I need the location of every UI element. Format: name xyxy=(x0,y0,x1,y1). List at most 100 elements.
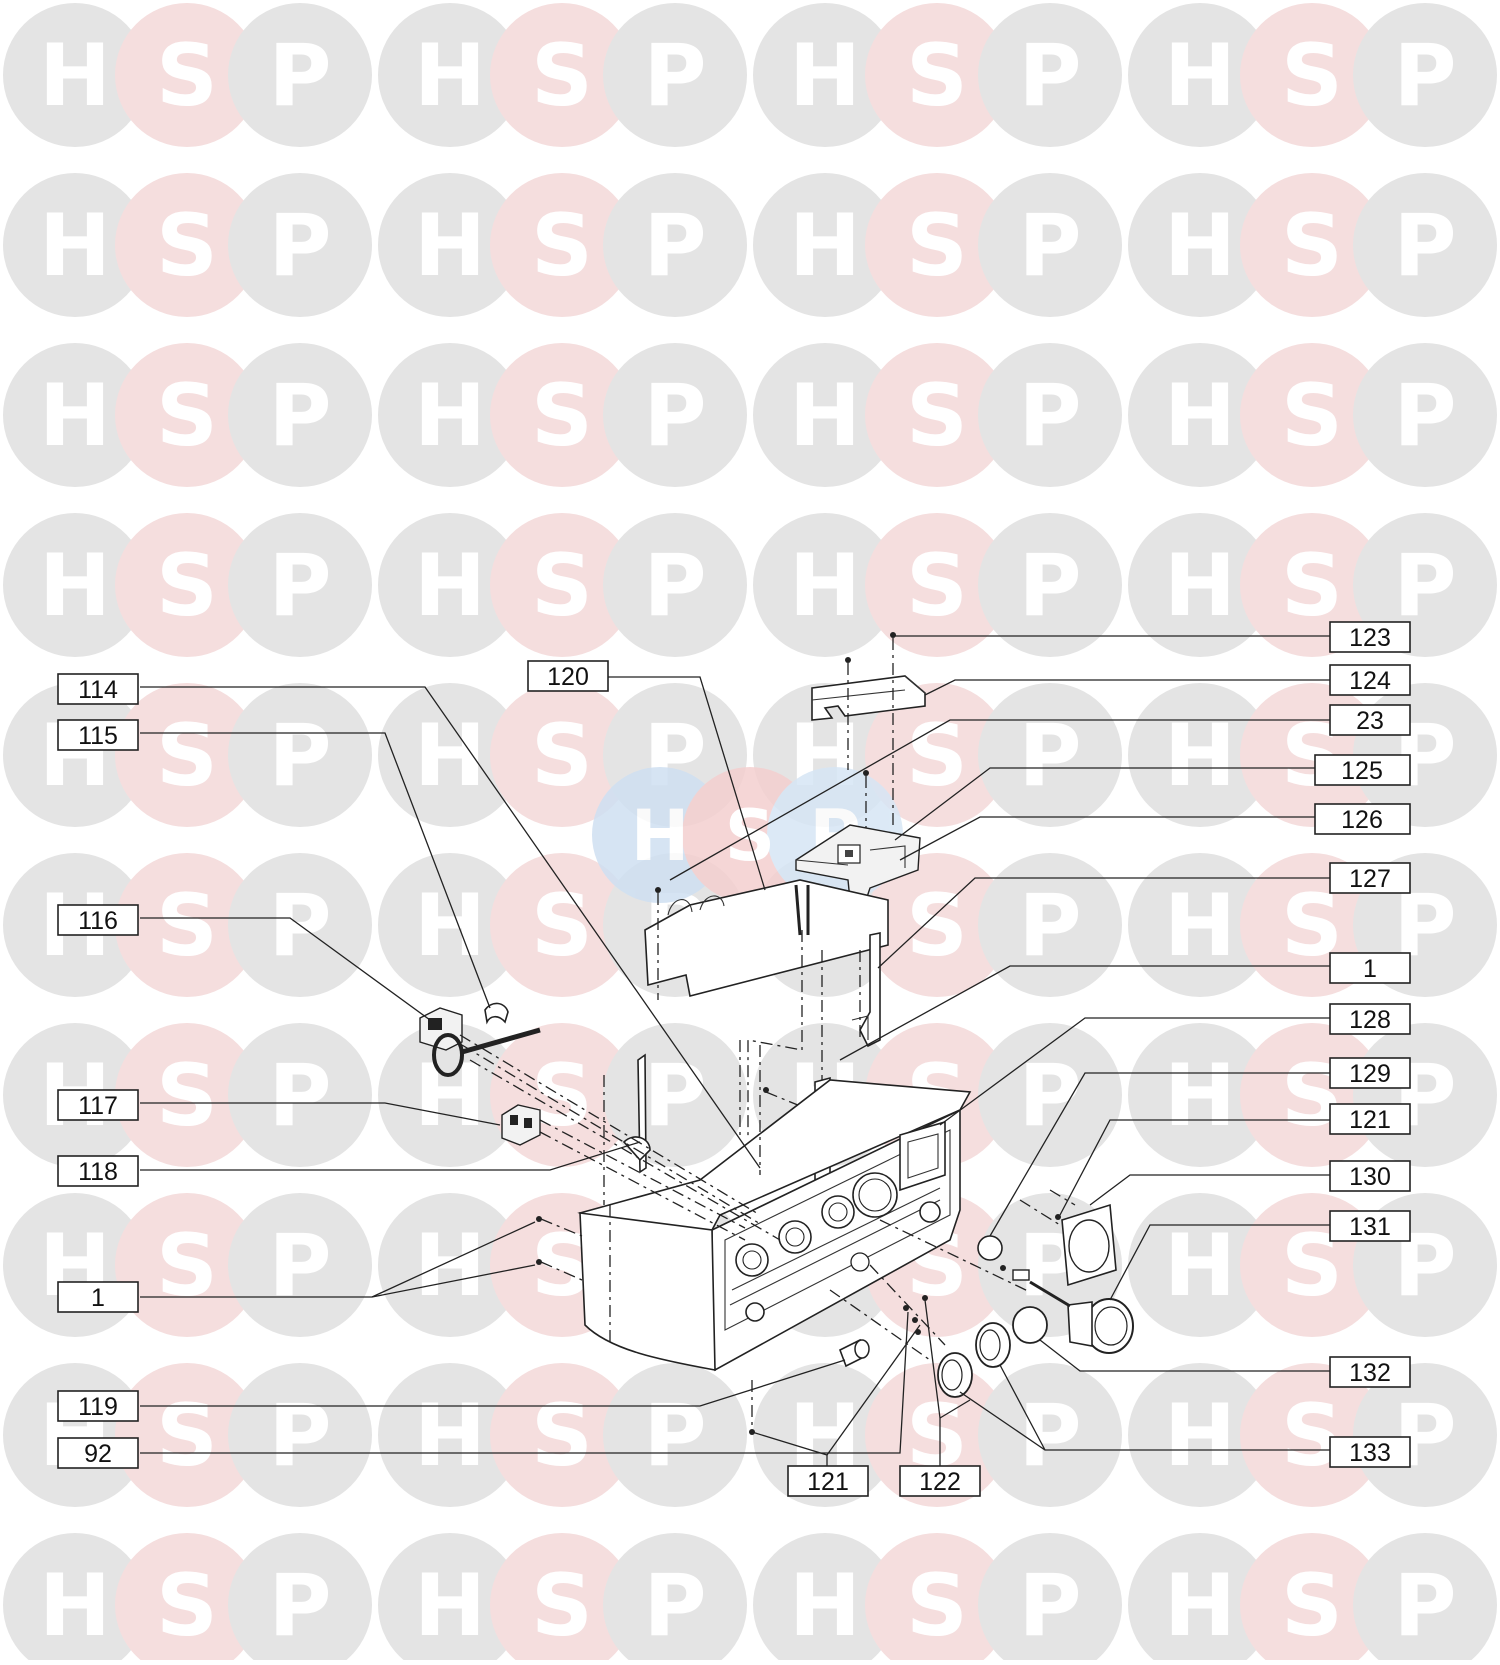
watermark-letter: S xyxy=(156,26,218,126)
watermark-letter: S xyxy=(906,196,968,296)
watermark-circle xyxy=(228,683,372,827)
watermark-circle xyxy=(865,343,1009,487)
watermark-letter: S xyxy=(156,1386,218,1486)
callout-1-right[interactable]: 1 xyxy=(1329,952,1411,984)
watermark-letter: H xyxy=(1164,1046,1236,1146)
callout-133[interactable]: 133 xyxy=(1329,1436,1411,1468)
watermark-letter: H xyxy=(414,1046,486,1146)
watermark-letter: H xyxy=(1164,26,1236,126)
watermark-circle xyxy=(753,343,897,487)
callout-124[interactable]: 124 xyxy=(1329,664,1411,696)
watermark-circle xyxy=(1128,853,1272,997)
watermark-letter: H xyxy=(39,26,111,126)
callout-126[interactable]: 126 xyxy=(1314,803,1411,835)
callout-1-left[interactable]: 1 xyxy=(57,1281,139,1313)
watermark-circle xyxy=(1240,3,1384,147)
callout-118[interactable]: 118 xyxy=(57,1155,139,1187)
watermark-letter: P xyxy=(268,706,331,806)
watermark-circle xyxy=(115,343,259,487)
callout-129-label: 129 xyxy=(1349,1060,1391,1088)
watermark-circle xyxy=(1353,3,1497,147)
watermark-circle xyxy=(3,1533,147,1665)
callout-127[interactable]: 127 xyxy=(1329,862,1411,894)
watermark-circle xyxy=(378,853,522,997)
callout-121-right[interactable]: 121 xyxy=(1329,1103,1411,1135)
callout-132[interactable]: 132 xyxy=(1329,1356,1411,1388)
watermark-letter: H xyxy=(414,1556,486,1656)
watermark-letter: S xyxy=(906,366,968,466)
watermark-circle xyxy=(490,3,634,147)
watermark-circle xyxy=(603,1363,747,1507)
leader-lines xyxy=(140,635,1330,1476)
watermark-letter: S xyxy=(1281,196,1343,296)
callout-23-label: 23 xyxy=(1356,707,1384,735)
watermark-letter: P xyxy=(1018,706,1081,806)
watermark-letter: H xyxy=(39,536,111,636)
watermark-circle xyxy=(378,1363,522,1507)
watermark-circle xyxy=(228,3,372,147)
watermark-letter: S xyxy=(906,1556,968,1656)
watermark-letter: S xyxy=(906,26,968,126)
watermark-letter: S xyxy=(531,876,593,976)
callout-123-label: 123 xyxy=(1349,624,1391,652)
watermark-letter: S xyxy=(531,1556,593,1656)
callout-117[interactable]: 117 xyxy=(57,1089,139,1121)
watermark-letter: P xyxy=(268,1216,331,1316)
screw-123-b xyxy=(845,657,851,663)
callout-116-label: 116 xyxy=(78,907,118,935)
callout-115[interactable]: 115 xyxy=(57,719,139,751)
watermark-circle xyxy=(228,1533,372,1665)
callout-122[interactable]: 122 xyxy=(899,1465,981,1497)
watermark-circle xyxy=(1353,513,1497,657)
callout-125-label: 125 xyxy=(1341,757,1383,785)
callout-129[interactable]: 129 xyxy=(1329,1057,1411,1089)
callout-92[interactable]: 92 xyxy=(57,1437,139,1469)
watermark-circle xyxy=(3,513,147,657)
watermark-circle xyxy=(865,173,1009,317)
callout-125[interactable]: 125 xyxy=(1314,754,1411,786)
watermark-letter: S xyxy=(906,876,968,976)
watermark-letter: H xyxy=(1164,1556,1236,1656)
watermark-letter: H xyxy=(1164,366,1236,466)
watermark-letter: H xyxy=(414,26,486,126)
callout-120-label: 120 xyxy=(547,663,589,691)
part-cap-129 xyxy=(977,1235,1003,1261)
callout-131[interactable]: 131 xyxy=(1329,1210,1411,1242)
watermark-letter: P xyxy=(1018,1556,1081,1656)
callout-121-bottom[interactable]: 121 xyxy=(787,1465,869,1497)
watermark-letter: H xyxy=(39,1556,111,1656)
watermark-letter: P xyxy=(1393,1386,1456,1486)
watermark-letter: P xyxy=(643,1556,706,1656)
watermark-circle xyxy=(378,173,522,317)
callout-130[interactable]: 130 xyxy=(1329,1160,1411,1192)
callout-128[interactable]: 128 xyxy=(1329,1003,1411,1035)
callout-114[interactable]: 114 xyxy=(57,673,139,705)
watermark-letter: S xyxy=(531,1386,593,1486)
watermark-circle xyxy=(1128,513,1272,657)
watermark-letter: H xyxy=(789,1556,861,1656)
watermark-circle xyxy=(978,1363,1122,1507)
watermark-circle xyxy=(1128,1193,1272,1337)
callout-119[interactable]: 119 xyxy=(57,1390,139,1422)
watermark-letter: H xyxy=(414,706,486,806)
watermark-circle xyxy=(603,343,747,487)
callout-120[interactable]: 120 xyxy=(527,660,609,692)
watermark-circle xyxy=(978,1533,1122,1665)
watermark-circle xyxy=(865,1533,1009,1665)
watermark-circle xyxy=(228,1023,372,1167)
watermark-letter: P xyxy=(268,26,331,126)
watermark-letter: P xyxy=(268,366,331,466)
parts-drawing xyxy=(419,632,1134,1435)
watermark-letter: H xyxy=(789,536,861,636)
callout-116[interactable]: 116 xyxy=(57,904,139,936)
watermark-circle xyxy=(865,683,1009,827)
callout-123[interactable]: 123 xyxy=(1329,621,1411,653)
watermark-letter: P xyxy=(1393,26,1456,126)
watermark-letter: P xyxy=(643,196,706,296)
watermark-circle xyxy=(378,513,522,657)
watermark-letter: S xyxy=(156,1216,218,1316)
watermark-letter: P xyxy=(643,1046,706,1146)
callout-23[interactable]: 23 xyxy=(1329,704,1411,736)
